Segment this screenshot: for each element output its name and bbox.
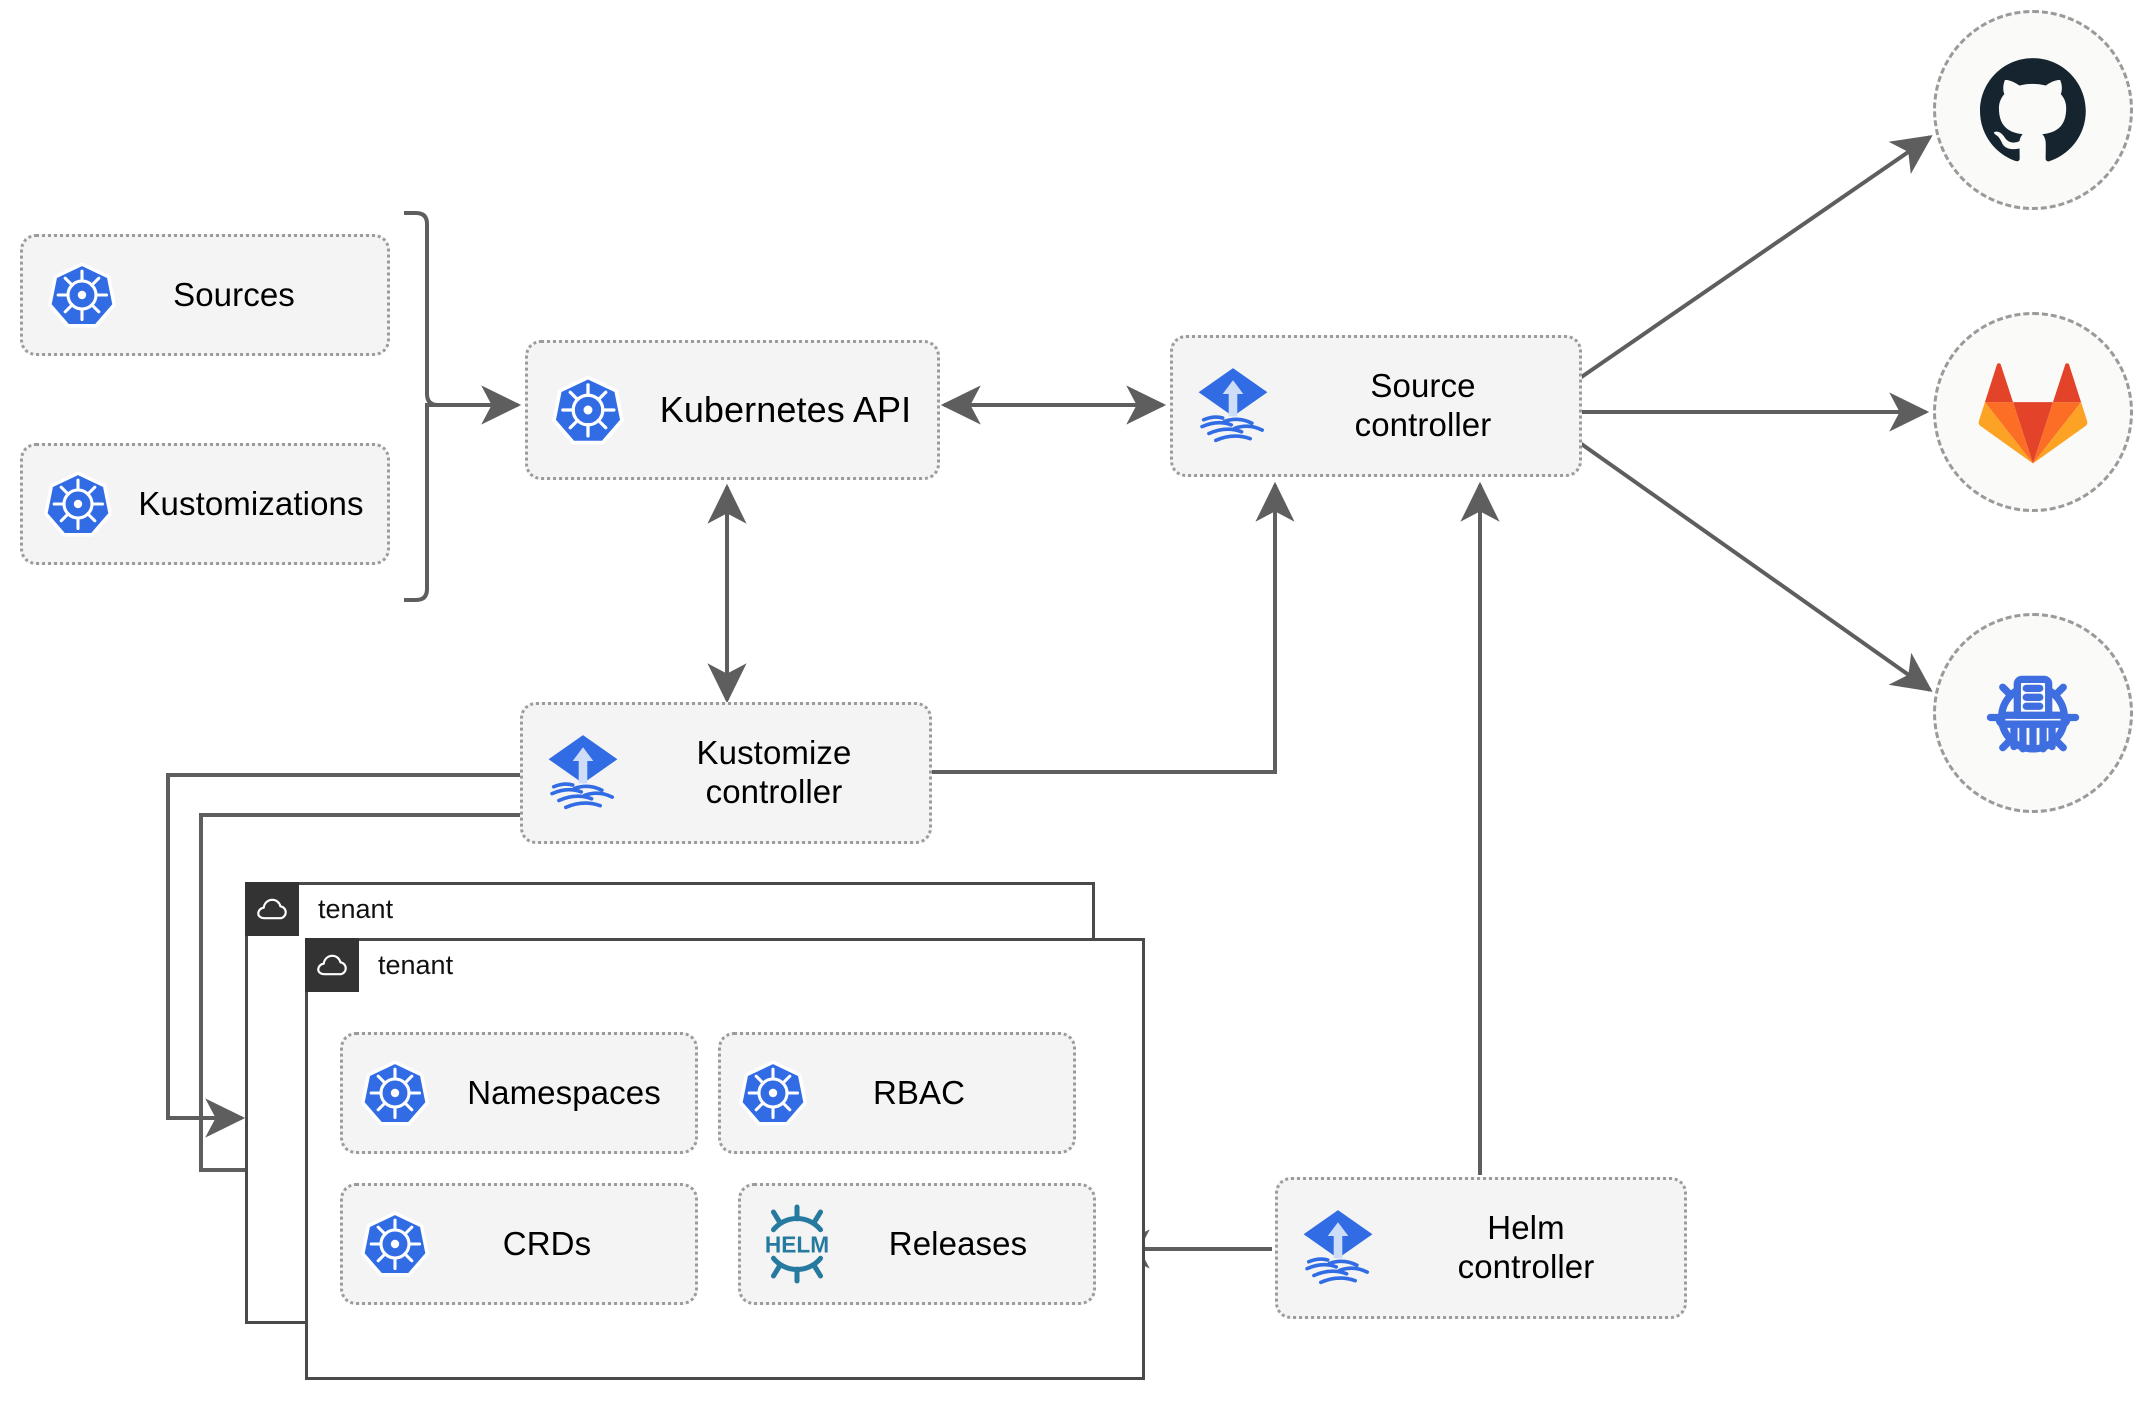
- kubernetes-icon: [23, 260, 141, 330]
- edge-sourcectrl-to-bucket: [1578, 441, 1933, 692]
- node-crds[interactable]: CRDs: [340, 1183, 698, 1305]
- kustomize-controller-line2: controller: [705, 773, 843, 810]
- github-icon: [1980, 58, 2086, 162]
- tenant-inner-titlebar: [305, 938, 359, 992]
- edge-sourcectrl-to-github: [1578, 135, 1933, 380]
- node-crds-label: CRDs: [502, 1224, 592, 1262]
- node-helm-controller[interactable]: Helm controller: [1275, 1177, 1687, 1319]
- kubernetes-icon: [721, 1058, 825, 1128]
- node-rbac-label: RBAC: [872, 1073, 966, 1111]
- node-kustomize-controller[interactable]: Kustomize controller: [520, 702, 932, 844]
- helm-controller-line2: controller: [1457, 1248, 1595, 1285]
- edge-kustomizectrl-to-sourcectrl: [932, 481, 1295, 774]
- helm-icon: HELM: [741, 1202, 853, 1286]
- flux-icon: [1278, 1205, 1398, 1291]
- tenant-outer-title: tenant: [318, 893, 394, 924]
- gitlab-icon: [1978, 363, 2088, 464]
- node-rbac[interactable]: RBAC: [718, 1032, 1076, 1154]
- node-kustomizations-label: Kustomizations: [138, 484, 364, 522]
- endpoint-gitlab[interactable]: [1933, 312, 2133, 512]
- node-namespaces-label: Namespaces: [467, 1073, 661, 1111]
- flux-icon: [523, 730, 643, 816]
- kubernetes-icon: [23, 469, 133, 539]
- helm-repository-icon: [1986, 675, 2080, 753]
- cloud-icon: [317, 954, 347, 976]
- sources-bracket: [404, 211, 439, 602]
- node-releases-label: Releases: [888, 1224, 1028, 1262]
- tenant-inner-group: tenant: [305, 938, 1145, 1380]
- node-namespaces[interactable]: Namespaces: [340, 1032, 698, 1154]
- kubernetes-icon: [343, 1209, 447, 1279]
- node-source-controller[interactable]: Source controller: [1170, 335, 1582, 477]
- helm-wheel-icon: HELM: [765, 1204, 829, 1284]
- cloud-icon: [257, 898, 287, 920]
- node-releases[interactable]: HELM Releases: [738, 1183, 1096, 1305]
- endpoint-github[interactable]: [1933, 10, 2133, 210]
- node-kustomizations[interactable]: Kustomizations: [20, 443, 390, 565]
- flux-icon: [1173, 363, 1293, 449]
- node-kubernetes-api-label: Kubernetes API: [659, 388, 912, 430]
- node-source-controller-label: Source controller: [1293, 367, 1579, 445]
- tenant-outer-titlebar: [245, 882, 299, 936]
- kustomize-controller-line1: Kustomize: [696, 734, 852, 772]
- endpoint-helm-repository[interactable]: [1933, 613, 2133, 813]
- kubernetes-icon: [528, 373, 648, 447]
- node-sources-label: Sources: [173, 275, 295, 313]
- node-helm-controller-label: Helm controller: [1398, 1209, 1684, 1287]
- node-sources[interactable]: Sources: [20, 234, 390, 356]
- source-controller-line2: controller: [1354, 406, 1492, 443]
- node-kubernetes-api[interactable]: Kubernetes API: [525, 340, 940, 480]
- node-kustomize-controller-label: Kustomize controller: [643, 734, 929, 812]
- kubernetes-icon: [343, 1058, 447, 1128]
- source-controller-line1: Source: [1370, 367, 1476, 405]
- helm-wordmark: HELM: [765, 1231, 829, 1257]
- tenant-inner-title: tenant: [378, 949, 454, 980]
- helm-controller-line1: Helm: [1487, 1209, 1565, 1247]
